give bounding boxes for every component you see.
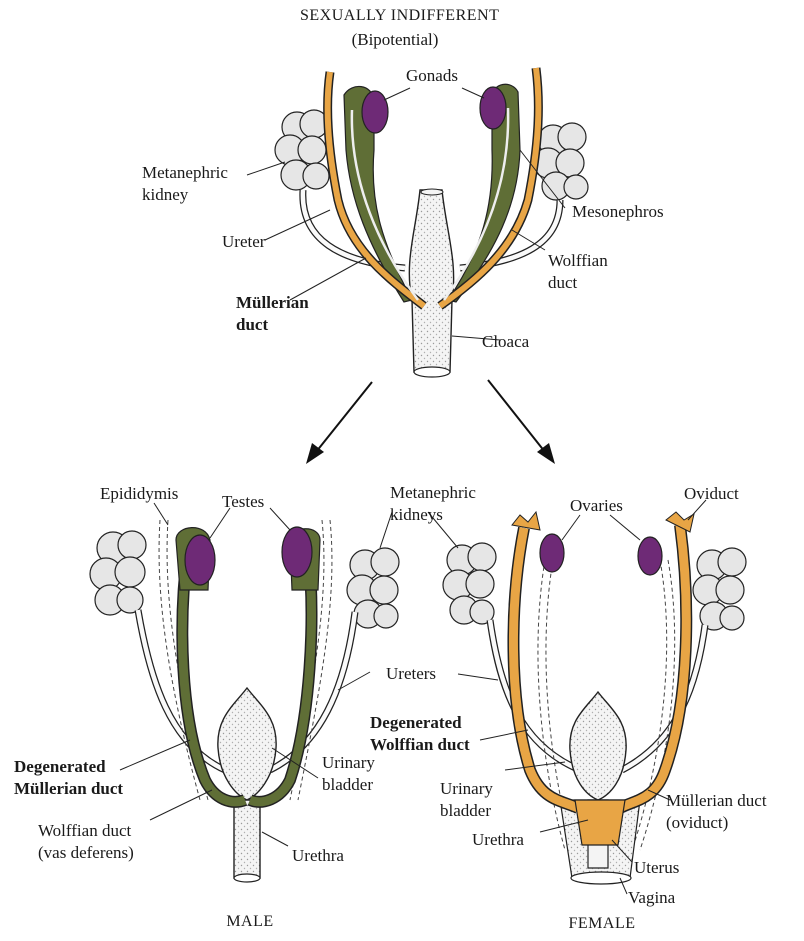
male-kidney-left <box>90 531 146 615</box>
uterus <box>575 800 625 845</box>
arrow-to-female <box>488 380 555 464</box>
label-female-urinary-bladder: Urinary bladder <box>440 778 493 822</box>
ovary-left <box>540 534 564 572</box>
male-stage <box>90 503 399 882</box>
label-vagina: Vagina <box>628 888 675 908</box>
label-metanephric-kidney: Metanephric kidney <box>142 162 228 206</box>
male-title: MALE <box>205 912 295 932</box>
label-female-mullerian-duct: Müllerian duct (oviduct) <box>666 790 767 834</box>
label-cloaca: Cloaca <box>482 332 529 352</box>
testis-right <box>282 527 312 577</box>
label-male-urinary-bladder: Urinary bladder <box>322 752 375 796</box>
label-degenerated-mullerian-duct: Degenerated Müllerian duct <box>14 756 123 800</box>
label-metanephric-kidneys: Metanephric kidneys <box>390 482 476 526</box>
ovary-right <box>638 537 662 575</box>
label-gonads: Gonads <box>406 66 458 86</box>
female-urinary-bladder <box>570 692 626 800</box>
female-kidney-right <box>693 548 746 630</box>
cloaca <box>409 190 453 372</box>
label-ovaries: Ovaries <box>570 496 623 516</box>
label-epididymis: Epididymis <box>100 484 178 504</box>
female-kidney-left <box>443 543 496 624</box>
label-mesonephros: Mesonephros <box>572 202 664 222</box>
testis-left <box>185 535 215 585</box>
indifferent-title: SEXUALLY INDIFFERENT <box>300 6 490 26</box>
male-urethra <box>234 800 260 878</box>
label-male-wolffian-duct: Wolffian duct (vas deferens) <box>38 820 134 864</box>
indifferent-subtitle: (Bipotential) <box>330 30 460 50</box>
label-ureter: Ureter <box>222 232 265 252</box>
label-uterus: Uterus <box>634 858 679 878</box>
label-wolffian-duct: Wolffian duct <box>548 250 608 294</box>
gonad-left <box>362 91 388 133</box>
metanephric-kidney-left <box>275 110 329 190</box>
gonad-right <box>480 87 506 129</box>
label-male-urethra: Urethra <box>292 846 344 866</box>
arrow-to-male <box>306 382 372 464</box>
male-urinary-bladder <box>218 688 276 800</box>
label-testes: Testes <box>222 492 264 512</box>
female-title: FEMALE <box>552 914 652 934</box>
label-mullerian-duct: Müllerian duct <box>236 292 309 336</box>
label-female-urethra: Urethra <box>472 830 524 850</box>
label-oviduct: Oviduct <box>684 484 739 504</box>
label-degenerated-wolffian-duct: Degenerated Wolffian duct <box>370 712 470 756</box>
label-ureters: Ureters <box>386 664 436 684</box>
